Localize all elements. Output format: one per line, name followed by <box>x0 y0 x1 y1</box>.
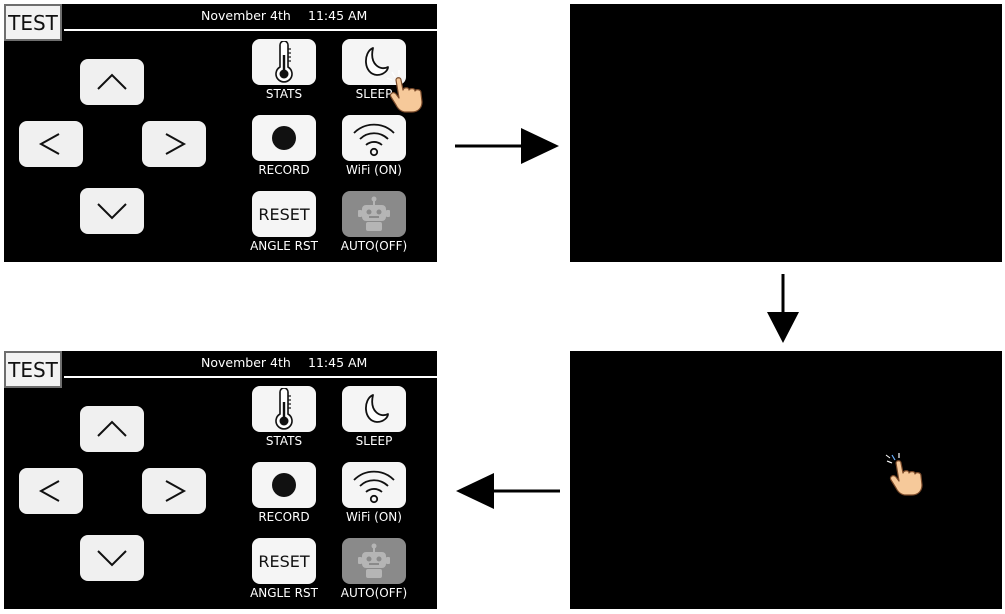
nav-left-button[interactable] <box>19 468 83 514</box>
nav-down-button[interactable] <box>80 188 144 234</box>
record-button[interactable] <box>252 462 316 508</box>
stats-button[interactable] <box>252 39 316 85</box>
header-bar <box>64 351 437 378</box>
screen-off-state <box>570 4 1002 262</box>
nav-up-button[interactable] <box>80 406 144 452</box>
record-icon <box>272 473 296 497</box>
record-label: RECORD <box>258 163 310 177</box>
stats-label: STATS <box>265 434 303 448</box>
sleep-button[interactable] <box>342 39 406 85</box>
reset-button-text: RESET <box>258 204 310 224</box>
header-bar <box>64 4 437 31</box>
sleep-button[interactable] <box>342 386 406 432</box>
tap-hand-icon <box>386 70 423 113</box>
chevron-right-icon <box>165 133 187 155</box>
wifi-label: WiFi (ON) <box>346 510 402 524</box>
ui-screen-initial: TEST November 4th 11:45 AM STATS SLEEP <box>4 4 437 262</box>
nav-left-button[interactable] <box>19 121 83 167</box>
chevron-up-icon <box>97 73 127 90</box>
chevron-left-icon <box>38 480 60 502</box>
auto-button[interactable] <box>342 191 406 237</box>
date-label: November 4th <box>201 8 291 23</box>
reset-button-text: RESET <box>258 551 310 571</box>
chevron-down-icon <box>97 550 127 567</box>
thermometer-icon <box>275 388 293 430</box>
wifi-icon <box>353 123 395 157</box>
nav-down-button[interactable] <box>80 535 144 581</box>
stats-button[interactable] <box>252 386 316 432</box>
nav-up-button[interactable] <box>80 59 144 105</box>
moon-icon <box>365 394 389 423</box>
wifi-button[interactable] <box>342 115 406 161</box>
chevron-up-icon <box>97 420 127 437</box>
chevron-left-icon <box>38 133 60 155</box>
chevron-right-icon <box>165 480 187 502</box>
nav-right-button[interactable] <box>142 121 206 167</box>
wifi-label: WiFi (ON) <box>346 163 402 177</box>
title-label: TEST <box>4 351 62 388</box>
auto-button[interactable] <box>342 538 406 584</box>
sleep-label: SLEEP <box>355 434 393 448</box>
sleep-label: SLEEP <box>355 87 393 101</box>
chevron-down-icon <box>97 203 127 220</box>
arrow-left-icon <box>456 473 560 509</box>
record-label: RECORD <box>258 510 310 524</box>
angle-reset-label: ANGLE RST <box>250 586 318 600</box>
robot-icon <box>358 543 390 578</box>
thermometer-icon <box>275 41 293 83</box>
time-label: 11:45 AM <box>308 355 368 370</box>
angle-reset-label: ANGLE RST <box>250 239 318 253</box>
tap-hand-icon <box>885 453 923 496</box>
auto-label: AUTO(OFF) <box>340 586 408 600</box>
nav-right-button[interactable] <box>142 468 206 514</box>
arrow-down-icon <box>767 274 799 343</box>
auto-label: AUTO(OFF) <box>340 239 408 253</box>
title-label: TEST <box>4 4 62 41</box>
ui-screen-restored: TEST November 4th 11:45 AM STATS SLEEP R <box>4 351 437 609</box>
reset-button[interactable]: RESET <box>252 191 316 237</box>
arrow-right-icon <box>455 128 559 164</box>
wifi-button[interactable] <box>342 462 406 508</box>
robot-icon <box>358 196 390 231</box>
screen-off-tap-state[interactable] <box>570 351 1002 609</box>
wifi-icon <box>353 470 395 504</box>
reset-button[interactable]: RESET <box>252 538 316 584</box>
record-icon <box>272 126 296 150</box>
time-label: 11:45 AM <box>308 8 368 23</box>
record-button[interactable] <box>252 115 316 161</box>
moon-icon <box>365 47 389 76</box>
date-label: November 4th <box>201 355 291 370</box>
stats-label: STATS <box>265 87 303 101</box>
